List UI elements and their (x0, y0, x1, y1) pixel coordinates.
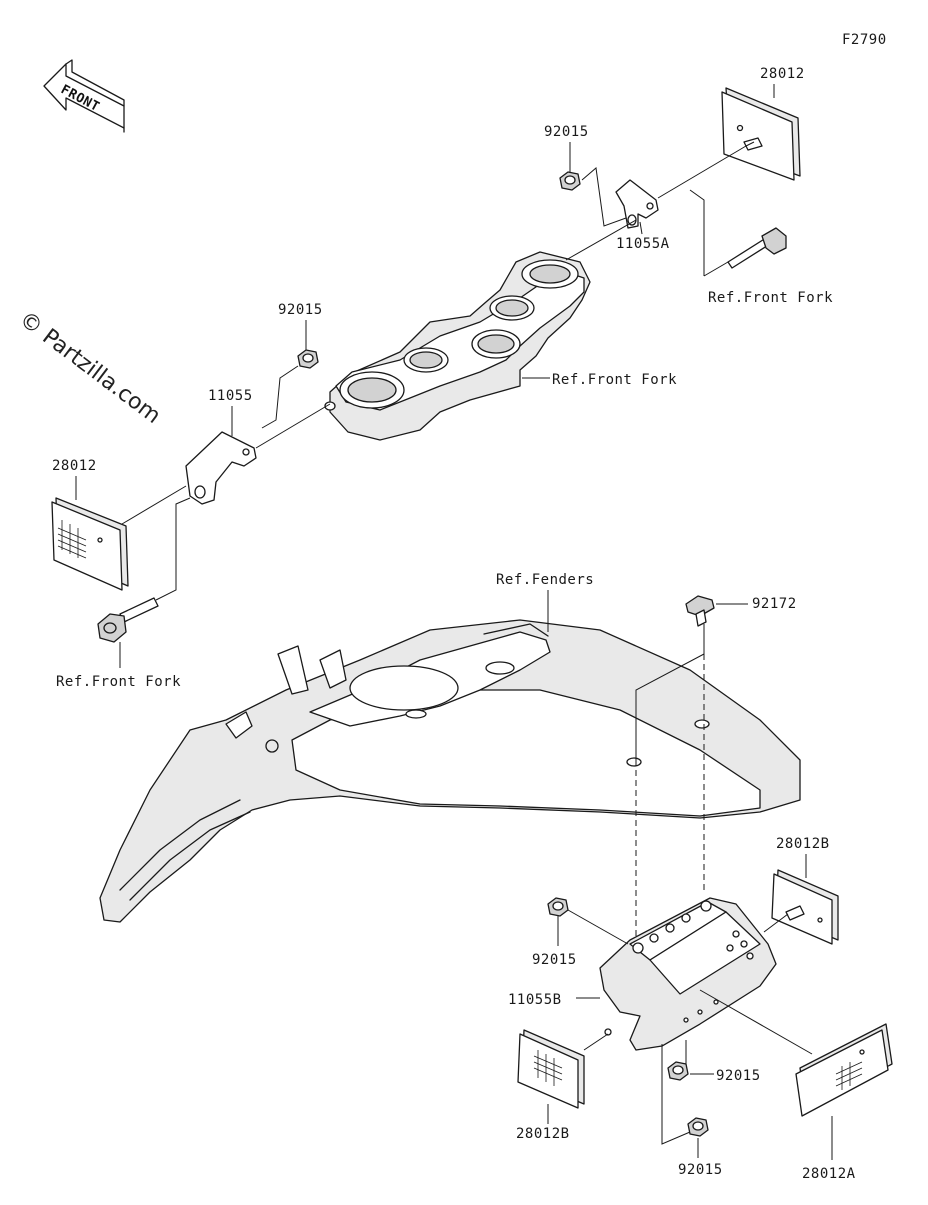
reflector-rear-right (771, 869, 839, 945)
label-ref-front-fork-left: Ref.Front Fork (56, 674, 181, 690)
nut-rear-bottom (687, 1117, 709, 1137)
bracket-rear (599, 897, 777, 1051)
nut-top (559, 171, 581, 191)
label-28012b-right: 28012B (776, 836, 830, 852)
label-92015-rear-bottom: 92015 (678, 1162, 723, 1178)
bracket-top (615, 179, 659, 229)
label-92015-top: 92015 (544, 124, 589, 140)
label-11055b: 11055B (508, 992, 562, 1008)
front-arrow-icon: FRONT (43, 59, 125, 133)
label-92172: 92172 (752, 596, 797, 612)
fork-clamp (324, 251, 591, 441)
nut-rear-lower (667, 1061, 689, 1081)
label-28012-left: 28012 (52, 458, 97, 474)
label-92015-left: 92015 (278, 302, 323, 318)
nut-rear-left (547, 897, 569, 917)
reflector-rear-left (517, 1029, 585, 1109)
label-92015-rear-left: 92015 (532, 952, 577, 968)
label-ref-front-fork-clamp: Ref.Front Fork (552, 372, 677, 388)
label-11055: 11055 (208, 388, 253, 404)
bolt-top (727, 227, 787, 269)
rear-fender (99, 619, 801, 923)
bolt-left (97, 597, 159, 643)
reflector-top-right (721, 87, 801, 181)
label-ref-fenders: Ref.Fenders (496, 572, 594, 588)
reflector-left (51, 497, 129, 591)
bracket-left (185, 431, 257, 505)
reflector-rear-side (795, 1023, 893, 1117)
label-92015-rear-lower: 92015 (716, 1068, 761, 1084)
watermark: © Partzilla.com (14, 307, 165, 429)
label-28012a: 28012A (802, 1166, 856, 1182)
label-28012b-left: 28012B (516, 1126, 570, 1142)
nut-left (297, 349, 319, 369)
screw (685, 595, 715, 627)
label-11055a: 11055A (616, 236, 670, 252)
label-ref-front-fork-top: Ref.Front Fork (708, 290, 833, 306)
label-28012-top: 28012 (760, 66, 805, 82)
diagram-code: F2790 (842, 32, 887, 48)
